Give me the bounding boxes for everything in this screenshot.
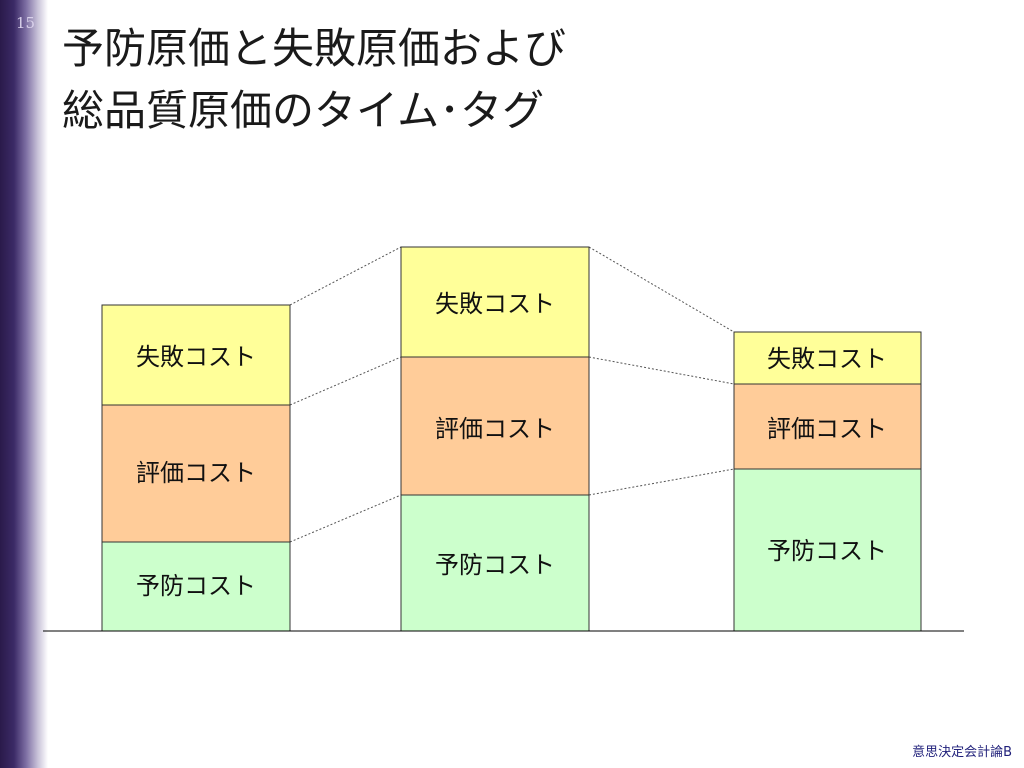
appraisal-cost-label: 評価コスト (767, 415, 887, 443)
failure-cost-label: 失敗コスト (136, 343, 256, 371)
connector-line (289, 494, 402, 543)
prevention-cost-segment (400, 494, 590, 632)
slide-number: 15 (16, 14, 36, 32)
connector-line (289, 246, 402, 306)
prevention-cost-label: 予防コスト (136, 572, 256, 600)
connector-line (588, 246, 735, 333)
appraisal-cost-segment (101, 404, 291, 543)
connector-line (588, 356, 735, 385)
prevention-cost-segment (101, 541, 291, 632)
prevention-cost-label: 予防コスト (435, 551, 555, 579)
appraisal-cost-segment (733, 383, 922, 470)
failure-cost-label: 失敗コスト (435, 290, 555, 318)
failure-cost-segment (400, 246, 590, 358)
slide-title: 予防原価と失敗原価および 総品質原価のタイム･タグ (62, 18, 566, 142)
cost-column-2: 失敗コスト 評価コスト 予防コスト (400, 246, 590, 632)
connector-line (289, 356, 402, 406)
connector-line (588, 468, 735, 496)
slide-title-line-1: 予防原価と失敗原価および (62, 24, 567, 73)
slide-title-line-2: 総品質原価のタイム･タグ (62, 86, 545, 135)
prevention-cost-label: 予防コスト (767, 537, 887, 565)
failure-cost-label: 失敗コスト (767, 345, 887, 373)
cost-column-3: 失敗コスト 評価コスト 予防コスト (733, 331, 922, 632)
failure-cost-segment (101, 304, 291, 406)
appraisal-cost-segment (400, 356, 590, 496)
appraisal-cost-label: 評価コスト (136, 459, 256, 487)
cost-column-1: 失敗コスト 評価コスト 予防コスト (101, 304, 291, 632)
appraisal-cost-label: 評価コスト (435, 415, 555, 443)
left-decor-bar (0, 0, 48, 768)
prevention-cost-segment (733, 468, 922, 632)
footer-course-name: 意思決定会計論B (912, 745, 1012, 760)
